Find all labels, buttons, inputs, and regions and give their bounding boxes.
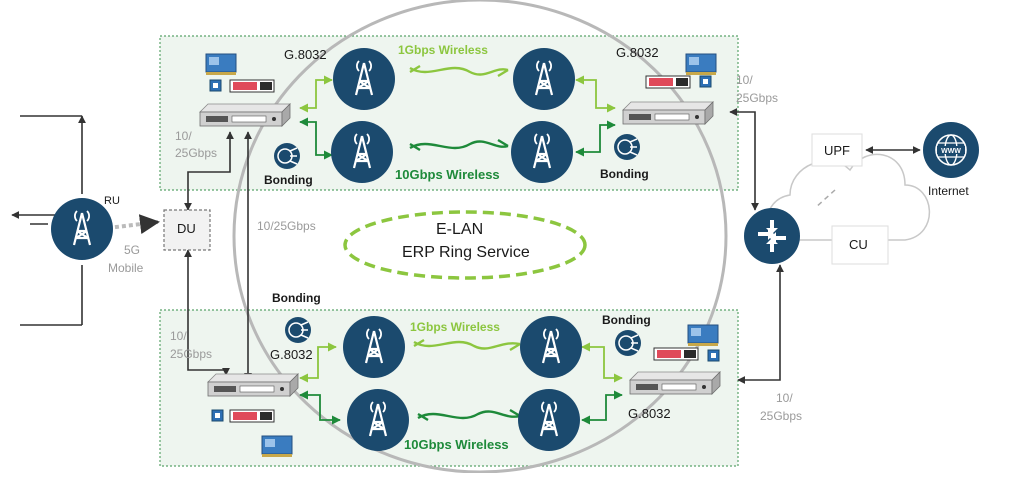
top-left-speed-label-1: 10/	[175, 129, 192, 143]
upf-box	[811, 133, 863, 167]
bottom-left-speed-label-1: 10/	[170, 329, 187, 343]
top-switch-to-router	[729, 108, 759, 211]
du-label: DU	[177, 221, 196, 236]
top-right-1g-link	[575, 75, 616, 113]
internet-globe-icon: WWW	[923, 122, 979, 178]
top-right-10g-link	[575, 120, 616, 157]
top-left-bonding-label: Bonding	[264, 173, 313, 187]
elan-service-ellipse	[343, 210, 587, 280]
bottom-left-1g-link	[299, 342, 337, 383]
mobile-label-1: 5G	[124, 243, 141, 257]
cloud-dashed-link	[814, 189, 836, 209]
chip-icon	[699, 75, 712, 88]
nic-card-icon	[205, 53, 237, 76]
sfp-module-icon	[653, 347, 699, 361]
top-left-10g-link	[299, 117, 333, 160]
router-icon	[744, 208, 800, 264]
internet-label: Internet	[928, 184, 969, 198]
top-1g-wireless-label: 1Gbps Wireless	[398, 43, 488, 57]
tower-icon	[347, 389, 409, 451]
bottom-right-switch	[629, 371, 721, 395]
bottom-right-1g-link	[581, 342, 623, 383]
top-right-bonding-label: Bonding	[600, 167, 649, 181]
bottom-left-speed-label-2: 25Gbps	[170, 347, 213, 361]
top-right-g8032-label: G.8032	[616, 45, 659, 60]
sfp-module-icon	[645, 75, 691, 89]
top-1g-wireless	[409, 66, 509, 76]
bottom-switch-to-router	[737, 264, 784, 384]
bottom-10g-wireless	[417, 410, 521, 420]
ru-outer-links	[20, 116, 82, 326]
bonding-icon	[614, 329, 642, 357]
tower-icon	[333, 48, 395, 110]
ru-label: RU	[104, 195, 120, 207]
bottom-10g-wireless-label: 10Gbps Wireless	[404, 437, 509, 452]
tower-icon	[520, 316, 582, 378]
cu-label: CU	[849, 237, 868, 252]
bottom-left-switch	[207, 373, 299, 397]
top-right-speed-label-2: 25Gbps	[736, 91, 779, 105]
top-left-g8032-label: G.8032	[284, 47, 327, 62]
ru-left-links	[12, 215, 55, 225]
tower-icon	[518, 389, 580, 451]
elan-service-subtitle: ERP Ring Service	[402, 244, 530, 261]
mobile-label-2: Mobile	[108, 261, 144, 275]
bottom-right-bonding-label: Bonding	[602, 313, 651, 327]
bottom-right-10g-link	[581, 390, 623, 425]
du-box	[163, 209, 211, 251]
elan-service-title: E-LAN	[436, 221, 484, 238]
sfp-module-icon	[229, 79, 275, 93]
nic-card-icon	[685, 53, 717, 76]
du-to-top-switch	[184, 131, 234, 211]
nic-card-icon	[687, 324, 719, 347]
bottom-left-g8032-label: G.8032	[270, 347, 313, 362]
du-link-speed-label: 10/25Gbps	[257, 219, 316, 233]
nic-card-icon	[261, 435, 293, 458]
erp-ring	[232, 0, 728, 474]
cu-box	[831, 225, 889, 265]
chip-icon	[211, 409, 224, 422]
top-right-speed-label-1: 10/	[736, 73, 753, 87]
top-left-speed-label-2: 25Gbps	[175, 146, 218, 160]
upf-label: UPF	[824, 143, 850, 158]
bottom-right-g8032-label: G.8032	[628, 406, 671, 421]
chip-icon	[707, 349, 720, 362]
bonding-icon	[273, 142, 301, 170]
svg-text:WWW: WWW	[941, 148, 961, 155]
tower-icon	[511, 121, 573, 183]
ru-tower-icon	[51, 198, 113, 260]
mobile-wireless-link	[107, 214, 160, 235]
bonding-icon	[284, 316, 312, 344]
bottom-left-10g-link	[299, 390, 341, 425]
bottom-right-speed-label-1: 10/	[776, 391, 793, 405]
top-10g-wireless-label: 10Gbps Wireless	[395, 167, 500, 182]
bottom-1g-wireless-label: 1Gbps Wireless	[410, 320, 500, 334]
bottom-right-speed-label-2: 25Gbps	[760, 409, 803, 423]
bonding-icon	[613, 133, 641, 161]
bottom-left-bonding-label: Bonding	[272, 291, 321, 305]
top-right-switch	[622, 101, 714, 125]
du-to-bottom-switch	[184, 249, 230, 376]
sfp-module-icon	[229, 409, 275, 423]
chip-icon	[209, 79, 222, 92]
top-left-1g-link	[299, 75, 333, 113]
tower-icon	[513, 48, 575, 110]
top-10g-wireless	[409, 140, 509, 150]
bottom-1g-wireless	[413, 340, 521, 350]
tower-icon	[331, 121, 393, 183]
tower-icon	[343, 316, 405, 378]
cloud-shape	[767, 153, 931, 241]
top-left-switch	[199, 103, 291, 127]
